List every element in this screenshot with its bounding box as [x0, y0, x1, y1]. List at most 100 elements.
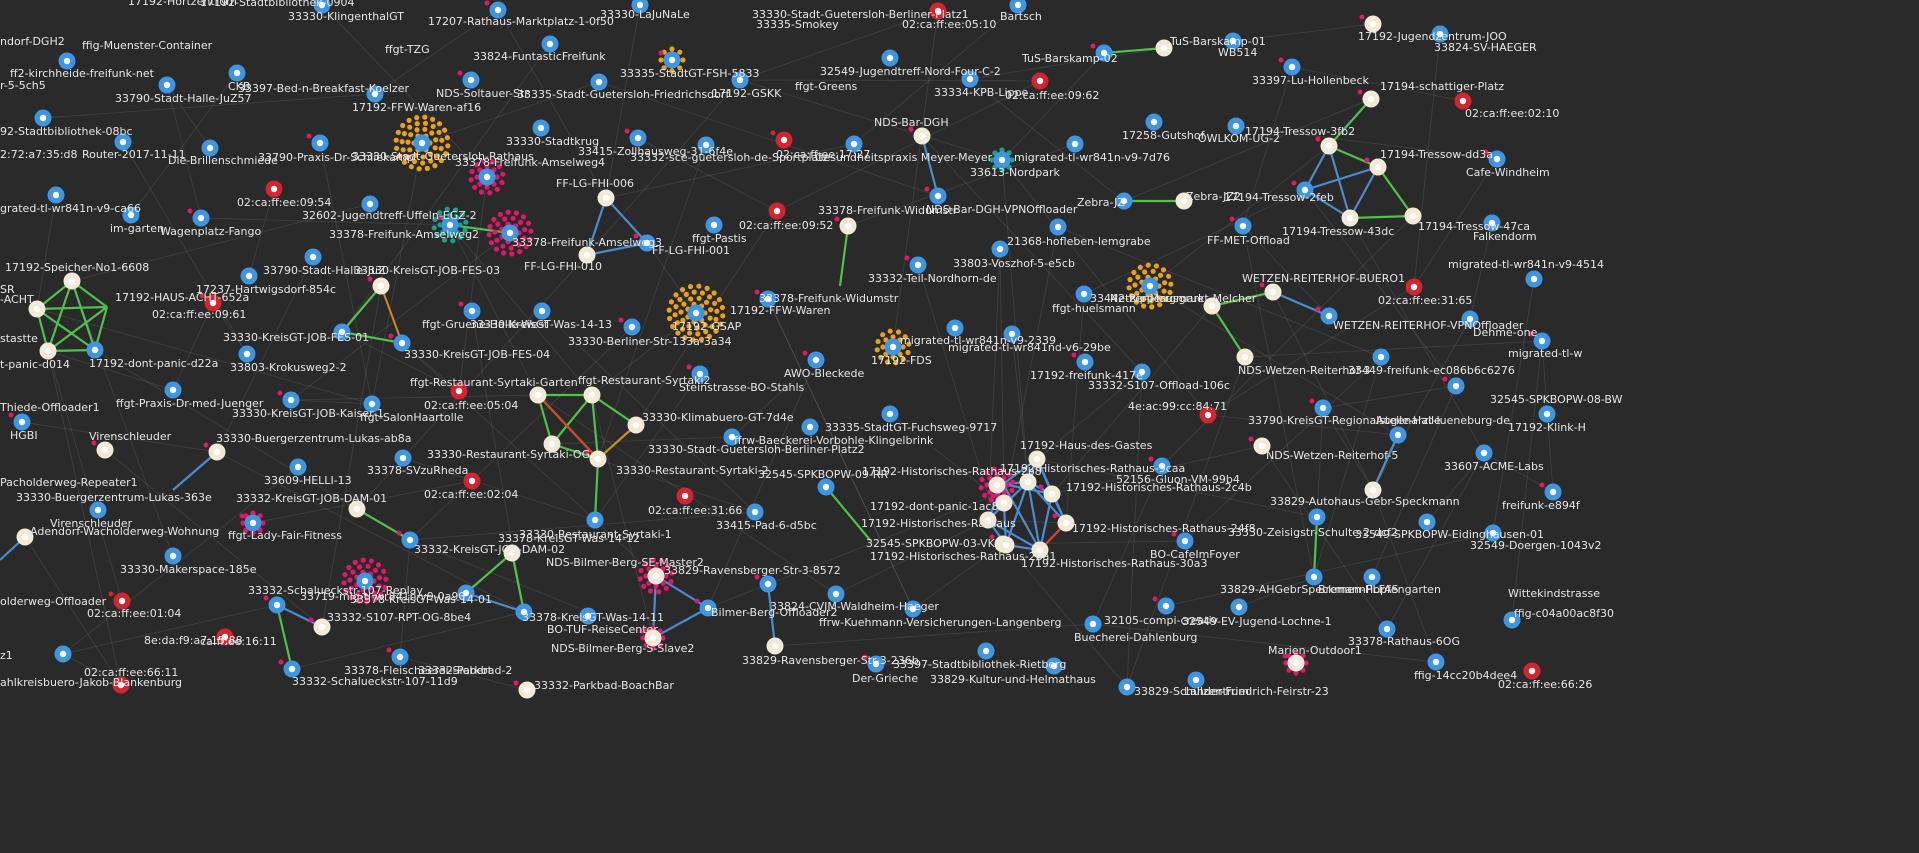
- uplink-node[interactable]: [1259, 282, 1282, 301]
- online-node[interactable]: [633, 233, 656, 252]
- online-node[interactable]: [1141, 277, 1159, 295]
- online-node[interactable]: [1308, 508, 1326, 526]
- offline-node[interactable]: [1031, 72, 1049, 90]
- offline-node[interactable]: [768, 202, 786, 220]
- online-node[interactable]: [1230, 598, 1248, 616]
- uplink-node[interactable]: [1404, 207, 1422, 225]
- uplink-node[interactable]: [1038, 484, 1061, 503]
- offline-node[interactable]: [265, 180, 283, 198]
- online-node[interactable]: [515, 603, 533, 621]
- online-node[interactable]: [658, 50, 681, 69]
- offline-node[interactable]: [450, 382, 468, 400]
- online-node[interactable]: [862, 654, 885, 673]
- online-node[interactable]: [961, 70, 979, 88]
- offline-node[interactable]: [676, 487, 694, 505]
- uplink-node[interactable]: [1203, 297, 1221, 315]
- uplink-node[interactable]: [647, 567, 665, 585]
- online-node[interactable]: [586, 511, 604, 529]
- online-node[interactable]: [1075, 285, 1093, 303]
- uplink-node[interactable]: [578, 246, 596, 264]
- uplink-node[interactable]: [1359, 14, 1382, 33]
- online-node[interactable]: [304, 248, 322, 266]
- uplink-node[interactable]: [990, 493, 1013, 512]
- online-node[interactable]: [1115, 192, 1133, 210]
- uplink-node[interactable]: [583, 386, 601, 404]
- offline-node[interactable]: [108, 591, 131, 610]
- online-node[interactable]: [413, 134, 431, 152]
- uplink-node[interactable]: [1236, 348, 1254, 366]
- uplink-node[interactable]: [203, 442, 226, 461]
- online-node[interactable]: [1305, 568, 1323, 586]
- uplink-node[interactable]: [1052, 513, 1075, 532]
- offline-node[interactable]: [463, 472, 481, 490]
- online-node[interactable]: [1309, 398, 1332, 417]
- online-node[interactable]: [624, 128, 647, 147]
- online-node[interactable]: [1278, 57, 1301, 76]
- online-node[interactable]: [89, 501, 107, 519]
- online-node[interactable]: [881, 49, 899, 67]
- uplink-node[interactable]: [908, 126, 931, 145]
- uplink-node[interactable]: [16, 528, 34, 546]
- online-node[interactable]: [1475, 444, 1493, 462]
- online-node[interactable]: [579, 607, 597, 625]
- online-node[interactable]: [263, 595, 286, 614]
- uplink-node[interactable]: [1364, 481, 1382, 499]
- online-node[interactable]: [47, 186, 65, 204]
- uplink-node[interactable]: [308, 617, 331, 636]
- uplink-node[interactable]: [1028, 450, 1046, 468]
- online-node[interactable]: [86, 341, 104, 359]
- uplink-node[interactable]: [543, 435, 561, 453]
- online-node[interactable]: [1224, 32, 1242, 50]
- online-node[interactable]: [278, 659, 301, 678]
- online-node[interactable]: [457, 70, 480, 89]
- online-node[interactable]: [618, 317, 641, 336]
- online-node[interactable]: [687, 304, 705, 322]
- online-node[interactable]: [114, 133, 132, 151]
- uplink-node[interactable]: [1031, 541, 1049, 559]
- online-node[interactable]: [1049, 218, 1067, 236]
- uplink-node[interactable]: [513, 680, 536, 699]
- uplink-node[interactable]: [63, 272, 81, 290]
- online-node[interactable]: [1442, 376, 1465, 395]
- uplink-node[interactable]: [1248, 436, 1271, 455]
- online-node[interactable]: [1090, 43, 1113, 62]
- uplink-node[interactable]: [834, 216, 857, 235]
- online-node[interactable]: [484, 0, 507, 19]
- online-node[interactable]: [1483, 214, 1501, 232]
- uplink-node[interactable]: [503, 544, 521, 562]
- online-node[interactable]: [1503, 611, 1521, 629]
- online-node[interactable]: [164, 547, 182, 565]
- online-node[interactable]: [705, 216, 723, 234]
- online-node[interactable]: [1152, 596, 1175, 615]
- online-node[interactable]: [1227, 117, 1245, 135]
- online-node[interactable]: [1229, 216, 1252, 235]
- offline-node[interactable]: [199, 293, 222, 312]
- online-node[interactable]: [164, 381, 182, 399]
- online-node[interactable]: [388, 333, 411, 352]
- online-node[interactable]: [754, 574, 777, 593]
- online-node[interactable]: [1066, 135, 1084, 153]
- online-node[interactable]: [697, 136, 715, 154]
- online-node[interactable]: [58, 52, 76, 70]
- online-node[interactable]: [1431, 25, 1449, 43]
- online-node[interactable]: [1418, 513, 1436, 531]
- online-node[interactable]: [991, 240, 1009, 258]
- uplink-node[interactable]: [597, 189, 615, 207]
- uplink-node[interactable]: [1155, 39, 1173, 57]
- online-node[interactable]: [946, 319, 964, 337]
- online-node[interactable]: [694, 598, 717, 617]
- online-node[interactable]: [590, 73, 608, 91]
- online-node[interactable]: [436, 215, 459, 234]
- online-node[interactable]: [1484, 524, 1502, 542]
- offline-node[interactable]: [112, 676, 130, 694]
- online-node[interactable]: [1291, 180, 1314, 199]
- online-node[interactable]: [532, 119, 550, 137]
- online-node[interactable]: [458, 301, 481, 320]
- online-node[interactable]: [1483, 149, 1506, 168]
- online-node[interactable]: [1525, 270, 1543, 288]
- uplink-node[interactable]: [979, 511, 997, 529]
- online-node[interactable]: [238, 345, 256, 363]
- online-node[interactable]: [187, 208, 210, 227]
- online-node[interactable]: [631, 0, 649, 14]
- online-node[interactable]: [884, 338, 902, 356]
